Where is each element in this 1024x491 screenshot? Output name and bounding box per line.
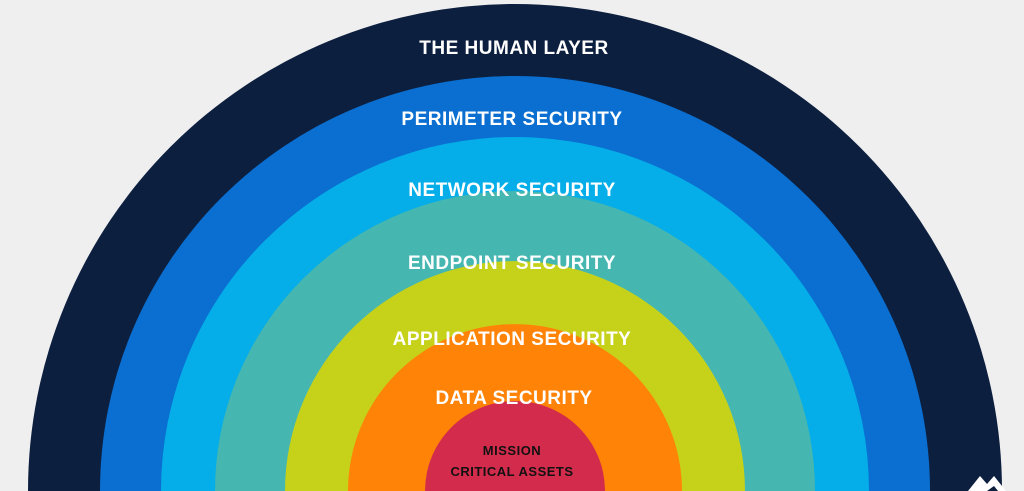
- label-human-layer: THE HUMAN LAYER: [419, 38, 608, 59]
- label-perimeter-security: PERIMETER SECURITY: [401, 109, 622, 130]
- arc-mission-critical-assets: [425, 401, 605, 491]
- label-network-security: NETWORK SECURITY: [408, 180, 616, 201]
- label-data-security: DATA SECURITY: [435, 388, 592, 409]
- label-critical-assets: CRITICAL ASSETS: [450, 464, 573, 479]
- label-application-security: APPLICATION SECURITY: [393, 329, 632, 350]
- brand-mark-icon: [968, 476, 1006, 491]
- label-mission: MISSION: [483, 443, 541, 458]
- label-endpoint-security: ENDPOINT SECURITY: [408, 253, 616, 274]
